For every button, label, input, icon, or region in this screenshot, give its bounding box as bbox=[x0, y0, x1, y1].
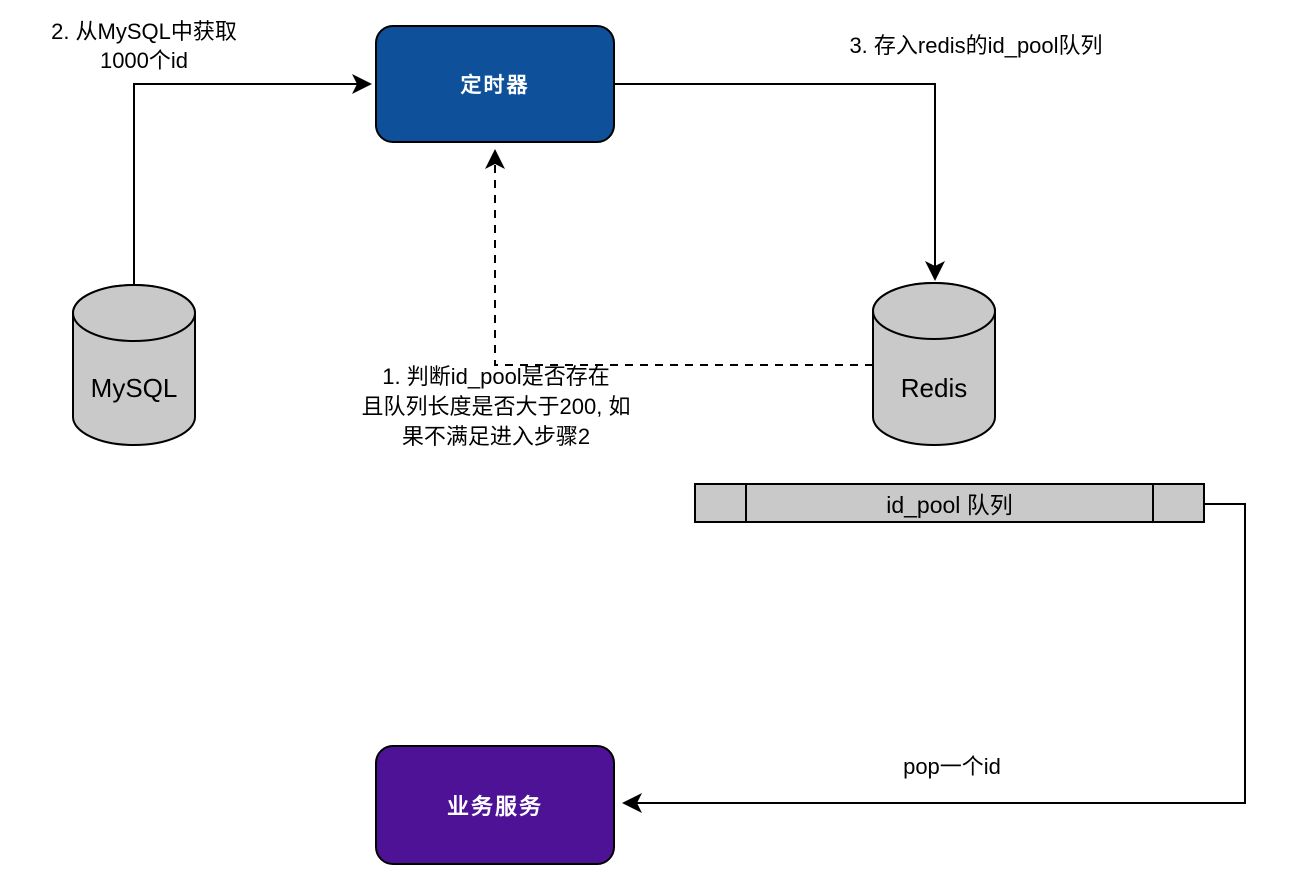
idpool-queue-node: id_pool 队列 bbox=[694, 483, 1205, 523]
timer-node-label: 定时器 bbox=[460, 74, 530, 97]
edge-mysql-to-timer bbox=[133, 74, 372, 285]
annotation-pop: pop一个id bbox=[903, 754, 1001, 779]
queue-segment-divider-left bbox=[745, 485, 747, 521]
annotation-step1: 1. 判断id_pool是否存在 且队列长度是否大于200, 如 果不满足进入步… bbox=[361, 364, 631, 449]
redis-node-label: Redis bbox=[900, 373, 968, 403]
edge-queue-to-service bbox=[622, 503, 1246, 813]
mysql-node-label: MySQL bbox=[90, 373, 178, 403]
service-node: 业务服务 bbox=[375, 745, 615, 865]
service-node-label: 业务服务 bbox=[446, 794, 543, 819]
annotation-step2: 2. 从MySQL中获取 1000个id bbox=[51, 19, 237, 73]
annotation-step3: 3. 存入redis的id_pool队列 bbox=[849, 33, 1103, 58]
timer-node: 定时器 bbox=[375, 25, 615, 143]
edge-timer-to-redis bbox=[615, 83, 945, 281]
redis-cylinder-top bbox=[872, 282, 996, 340]
mysql-cylinder-top bbox=[72, 284, 196, 342]
queue-segment-divider-right bbox=[1152, 485, 1154, 521]
edge-redis-to-timer-dashed bbox=[485, 149, 873, 366]
idpool-queue-label: id_pool 队列 bbox=[886, 492, 1013, 518]
